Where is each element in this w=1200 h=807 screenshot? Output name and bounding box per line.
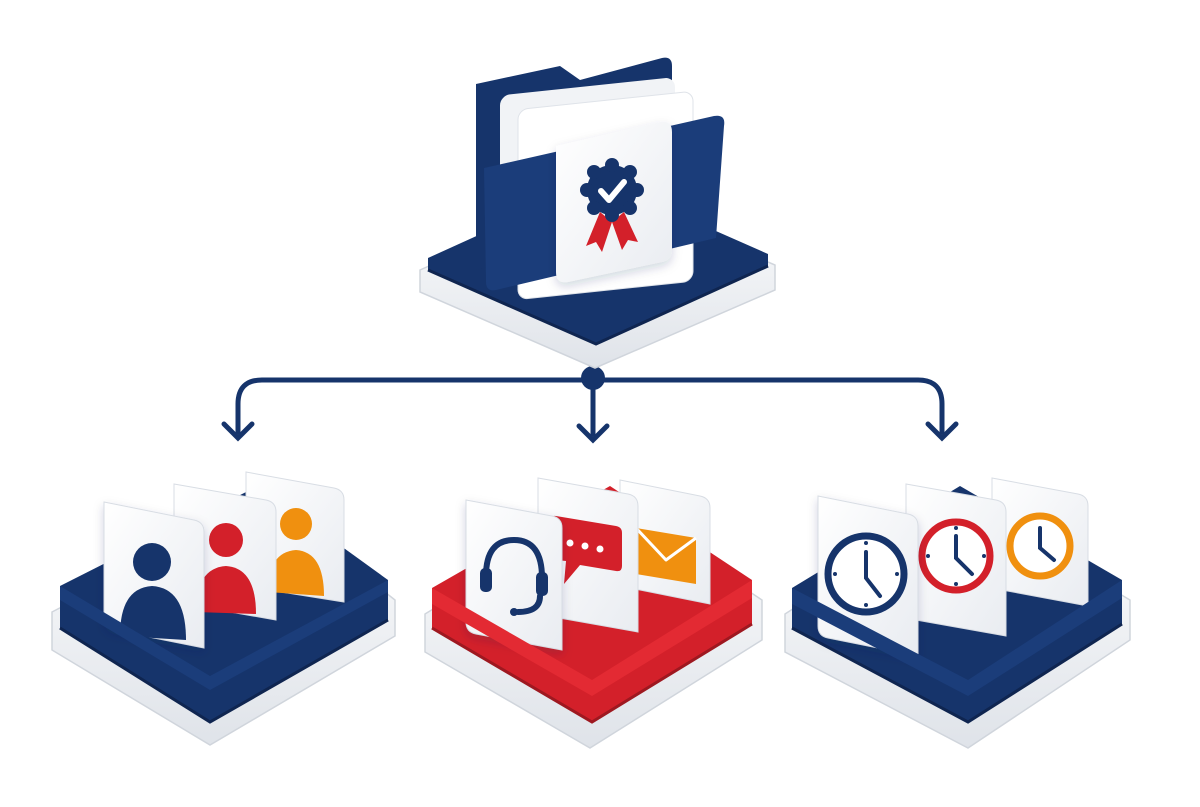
root-folder-group <box>419 57 776 369</box>
connector-right <box>590 377 945 435</box>
connector-left <box>235 377 596 435</box>
arrow-left-head <box>221 421 255 442</box>
headset-icon <box>480 536 548 616</box>
branch-time <box>784 477 1131 749</box>
person-icon <box>196 523 256 614</box>
clock-icon <box>1006 512 1074 580</box>
communication-card-1 <box>465 499 563 651</box>
person-icon <box>268 508 324 596</box>
person-icon <box>120 543 186 640</box>
arrow-center-head <box>576 423 610 444</box>
connector-node <box>581 366 605 390</box>
envelope-icon <box>634 526 697 584</box>
branch-people <box>51 471 396 746</box>
chat-bubble-icon <box>550 515 622 584</box>
branch-communication <box>424 477 763 749</box>
clock-icon <box>824 532 908 616</box>
award-badge-check-icon <box>580 158 644 252</box>
clock-icon <box>918 518 994 594</box>
arrow-right-head <box>925 421 959 442</box>
